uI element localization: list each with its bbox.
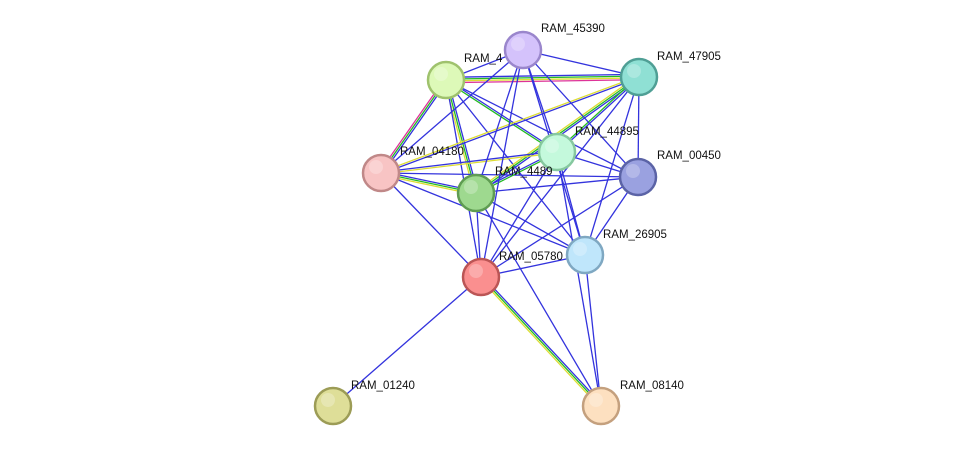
edge-line — [445, 77, 640, 82]
node-highlight — [469, 264, 483, 278]
node-highlight — [369, 160, 383, 174]
node-highlight — [627, 64, 641, 78]
edge-n04180-n44895 — [380, 150, 558, 175]
edge-n4top-n00450 — [445, 79, 639, 178]
node-ram-45390[interactable]: RAM_45390 — [503, 23, 605, 70]
node-circle[interactable] — [313, 386, 353, 426]
node-circle[interactable] — [456, 173, 496, 213]
node-highlight — [545, 139, 559, 153]
node-highlight — [464, 180, 478, 194]
node-label: RAM_01240 — [351, 380, 415, 392]
node-highlight — [573, 242, 587, 256]
edge-n4top-n47905 — [445, 73, 640, 84]
edge-line — [480, 276, 602, 407]
edges-layer — [332, 49, 641, 408]
edge-line — [380, 49, 524, 174]
edge-n45390-n00450 — [522, 49, 639, 178]
node-highlight — [626, 164, 640, 178]
edge-n04180-n45390 — [380, 49, 524, 174]
edge-n47905-n05780 — [480, 76, 640, 278]
node-circle[interactable] — [565, 235, 605, 275]
edge-line — [584, 254, 602, 407]
node-label: RAM_26905 — [603, 229, 667, 241]
edge-line — [446, 79, 640, 84]
node-ram-47905[interactable]: RAM_47905 — [619, 51, 721, 97]
node-circle[interactable] — [619, 57, 659, 97]
edge-line — [475, 49, 524, 194]
node-circle[interactable] — [537, 132, 577, 172]
node-circle[interactable] — [581, 386, 621, 426]
edge-n44895-n05780 — [480, 151, 558, 278]
edge-line — [481, 275, 603, 406]
edge-line — [380, 172, 482, 278]
node-ram-01240[interactable]: RAM_01240 — [313, 380, 415, 426]
edge-n47905-n45390 — [522, 49, 640, 78]
node-label: RAM_44895 — [575, 126, 639, 138]
edge-line — [522, 49, 640, 78]
node-circle[interactable] — [503, 30, 543, 70]
edge-n4489x-n00450 — [475, 176, 639, 194]
node-ram-05780[interactable]: RAM_05780 — [461, 251, 563, 297]
edge-line — [522, 49, 639, 178]
node-ram-4489[interactable]: RAM_4489 — [456, 166, 553, 213]
node-label: RAM_04180 — [400, 146, 464, 158]
edge-line — [445, 73, 639, 78]
edge-n04180-n26905 — [380, 172, 586, 256]
node-ram-26905[interactable]: RAM_26905 — [565, 229, 667, 275]
edge-line — [556, 151, 602, 407]
edge-line — [479, 277, 601, 408]
edge-line — [380, 172, 586, 256]
edge-n44895-n08140 — [556, 151, 602, 407]
node-highlight — [434, 67, 448, 81]
node-label: RAM_00450 — [657, 150, 721, 162]
edge-line — [445, 75, 640, 80]
edge-line — [447, 79, 479, 193]
edge-n05780-n01240 — [332, 276, 482, 407]
edge-line — [584, 76, 640, 256]
node-label: RAM_47905 — [657, 51, 721, 63]
edge-line — [480, 176, 639, 278]
edge-line — [332, 276, 482, 407]
edge-line — [381, 152, 558, 175]
edge-line — [480, 49, 524, 278]
edge-n47905-n26905 — [584, 76, 640, 256]
node-ram-4[interactable]: RAM_4 — [426, 53, 503, 100]
node-circle[interactable] — [618, 157, 658, 197]
node-label: RAM_05780 — [499, 251, 563, 263]
edge-n00450-n05780 — [480, 176, 639, 278]
edge-line — [445, 79, 639, 178]
edge-n4489x-n08140 — [475, 192, 602, 407]
node-ram-00450[interactable]: RAM_00450 — [618, 150, 721, 197]
node-label: RAM_4 — [464, 53, 503, 65]
node-label: RAM_45390 — [541, 23, 605, 35]
edge-line — [475, 176, 639, 194]
node-circle[interactable] — [361, 153, 401, 193]
node-highlight — [589, 393, 603, 407]
edge-n45390-n05780 — [480, 49, 524, 278]
node-ram-04180[interactable]: RAM_04180 — [361, 146, 464, 193]
edge-n26905-n08140 — [584, 254, 602, 407]
edge-line — [475, 192, 602, 407]
node-ram-44895[interactable]: RAM_44895 — [537, 126, 639, 172]
edge-n04180-n05780 — [380, 172, 482, 278]
edge-line — [380, 150, 557, 173]
node-circle[interactable] — [461, 257, 501, 297]
node-circle[interactable] — [426, 60, 466, 100]
edge-line — [381, 77, 640, 175]
edge-n4489x-n45390 — [475, 49, 524, 194]
node-highlight — [321, 393, 335, 407]
edge-n05780-n08140 — [479, 275, 603, 408]
node-ram-08140[interactable]: RAM_08140 — [581, 380, 684, 426]
edge-line — [480, 151, 558, 278]
node-label: RAM_4489 — [495, 166, 553, 178]
node-highlight — [511, 37, 525, 51]
node-label: RAM_08140 — [620, 380, 684, 392]
edge-line — [480, 76, 640, 278]
